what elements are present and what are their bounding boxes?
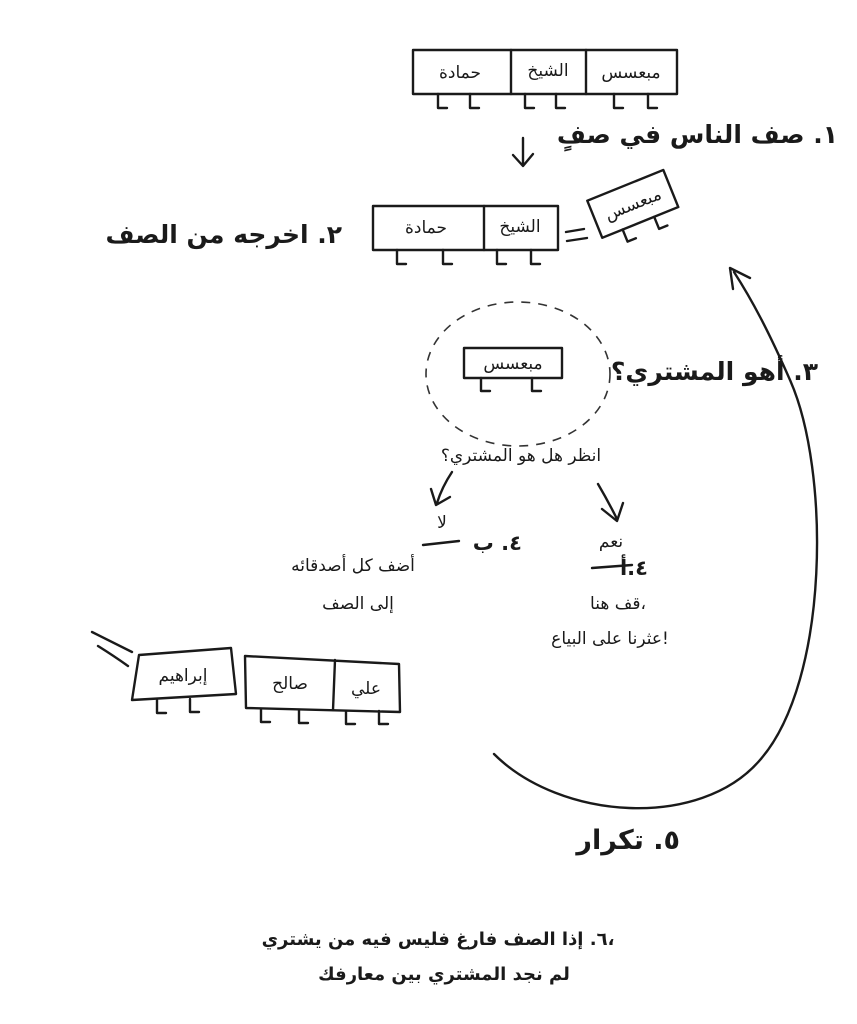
no-label: لا [437,513,447,533]
step1-label: ١. صف الناس في صفٍ [557,120,838,151]
person-box [462,346,564,380]
queue-box [411,48,679,96]
yes-label: نعم [599,532,623,552]
step2-label: ٢. اخرجه من الصف [105,220,342,250]
person-sheikh: الشيخ [527,61,568,81]
underline [590,563,634,570]
person-ali: علي [351,679,381,699]
step4b-text-1: أضف كل أصدقائه [291,554,415,576]
step6-line2: لم نجد المشتري بين معارفك [318,964,570,985]
divider [331,658,337,712]
queue-step1: مبعسس الشيخ حمادة [411,48,679,110]
legs [395,248,542,266]
person-hamada: حمادة [405,218,447,238]
step4b-label: ٤. ب [473,531,522,555]
queue-box [243,654,402,714]
legs [259,707,390,726]
person-sheikh: الشيخ [499,217,540,237]
person-mubasbis: مبعسس [601,63,660,83]
dashed-focus-circle [425,301,611,447]
arrowhead-icon [728,266,752,291]
person-box [130,646,238,702]
person-in-focus: مبعسس [462,346,564,393]
underline [421,539,461,547]
arrow-no-icon [429,470,454,507]
step4a-label: ٤.أ [620,553,648,580]
motion-lines-icon [90,630,134,668]
loop-arrow [492,270,819,810]
friends-queue: صالح علي [243,654,402,726]
person-box [586,168,680,239]
motion-lines-icon [564,227,589,243]
person-saleh: صالح [272,674,308,694]
person-ibrahim: إبراهيم [159,666,208,686]
check-question: انظر هل هو المشتري؟ [441,446,601,466]
legs [436,92,659,110]
friend-ibrahim: إبراهيم [130,646,238,715]
legs [155,697,201,715]
step4a-text-2: عثرنا على البياع! [551,629,669,649]
person-hamada: حمادة [439,63,481,83]
step3-label: ٣. أهو المشتري؟ [611,355,818,387]
down-arrow-icon [511,136,535,168]
arrow-yes-icon [596,482,625,523]
person-mubasbis: مبعسس [483,354,542,374]
step4a-text-1: قف هنا، [590,594,646,614]
step5-label: ٥. تكرار [574,825,680,856]
legs [621,215,669,243]
removed-person: مبعسس [586,168,680,243]
queue-step2: الشيخ حمادة [371,204,560,266]
step4b-text-2: إلى الصف [322,594,394,614]
queue-box [371,204,560,252]
legs [479,376,543,393]
step6-line1: ٦. إذا الصف فارغ فليس فيه من يشتري، [262,929,615,950]
